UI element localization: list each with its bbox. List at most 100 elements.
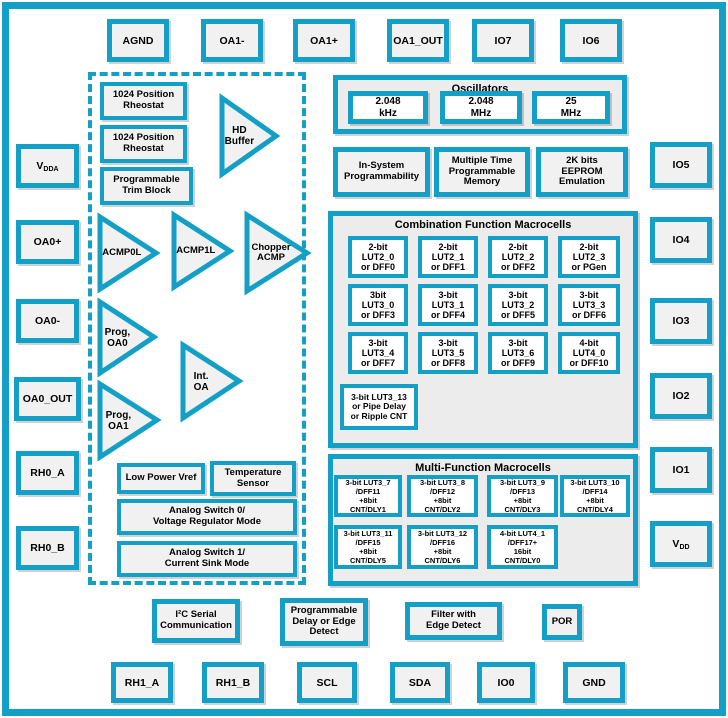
triangle-shape xyxy=(97,297,159,378)
pin-agnd: AGND xyxy=(107,19,169,62)
amp-label: Int. OA xyxy=(193,370,209,393)
pin-label: IO2 xyxy=(672,390,690,402)
triangle-shape xyxy=(219,93,281,179)
pin-label: OA0- xyxy=(34,315,61,327)
macrocell-lut3-2: 3-bit LUT3_2 or DFF5 xyxy=(488,284,548,326)
macrocell-lut3-10: 3-bit LUT3_10 /DFF14 +8bit CNT/DLY4 xyxy=(560,475,630,517)
analog-section-outline xyxy=(88,72,306,585)
pin-label: IO5 xyxy=(672,159,690,171)
triangle-shape xyxy=(97,212,161,294)
pin-oa0-out: OA0_OUT xyxy=(14,377,81,421)
block-por: POR xyxy=(542,604,582,640)
block-low-power-vref: Low Power Vref xyxy=(117,463,205,494)
pin-label: IO4 xyxy=(672,234,690,246)
pin-sda: SDA xyxy=(390,662,450,703)
block-temperature-sensor: Temperature Sensor xyxy=(210,461,296,496)
pin-label: OA1- xyxy=(219,34,245,47)
pin-label: OA0+ xyxy=(33,236,62,248)
pin-label: IO7 xyxy=(494,34,512,47)
macrocell-lut3-8: 3-bit LUT3_8 /DFF12 +8bit CNT/DLY2 xyxy=(407,475,478,517)
pin-oa0-plus: OA0+ xyxy=(16,220,79,264)
amp-label: ACMP1L xyxy=(176,244,216,256)
block-in-system-programmability: In-System Programmability xyxy=(333,147,430,197)
pin-label: IO1 xyxy=(672,464,690,476)
block-eeprom-emulation: 2K bits EEPROM Emulation xyxy=(536,147,628,197)
block-i2c-serial: I²C Serial Communication xyxy=(152,599,240,643)
pin-sub: DDA xyxy=(43,165,59,173)
amp-prog-oa1: Prog, OA1 xyxy=(97,379,162,462)
pin-gnd: GND xyxy=(563,662,625,703)
pin-label: RH1_A xyxy=(124,676,160,689)
macrocell-lut3-7: 3-bit LUT3_7 /DFF11 +8bit CNT/DLY1 xyxy=(334,475,402,517)
pin-rh1-a: RH1_A xyxy=(111,662,173,703)
pin-label: SCL xyxy=(316,676,338,689)
pin-label: OA1_OUT xyxy=(393,34,443,47)
pin-label: GND xyxy=(582,676,606,689)
macrocell-lut3-3: 3-bit LUT3_3 or DFF6 xyxy=(558,284,620,326)
pin-rh1-b: RH1_B xyxy=(202,662,264,703)
macrocell-lut2-2: 2-bit LUT2_2 or DFF2 xyxy=(488,236,548,278)
macrocell-lut3-12: 3-bit LUT3_12 /DFF16 +8bit CNT/DLY6 xyxy=(407,525,478,569)
macrocell-lut3-11: 3-bit LUT3_11 /DFF15 +8bit CNT/DLY5 xyxy=(334,525,402,569)
pin-label: IO6 xyxy=(582,34,600,47)
block-analog-switch-0: Analog Switch 0/ Voltage Regulator Mode xyxy=(117,499,297,535)
amp-label: Chopper ACMP xyxy=(251,241,291,263)
macrocell-lut2-0: 2-bit LUT2_0 or DFF0 xyxy=(348,236,408,278)
pin-io1: IO1 xyxy=(650,447,712,493)
macrocell-lut3-9: 3-bit LUT3_9 /DFF13 +8bit CNT/DLY3 xyxy=(487,475,558,517)
block-programmable-delay: Programmable Delay or Edge Detect xyxy=(280,598,368,646)
macrocell-lut3-6: 3-bit LUT3_6 or DFF9 xyxy=(488,332,548,374)
amp-int-oa: Int. OA xyxy=(180,340,244,423)
pin-scl: SCL xyxy=(297,662,357,703)
triangle-shape xyxy=(244,210,312,296)
triangle-shape xyxy=(97,379,162,462)
macrocell-lut3-1: 3-bit LUT3_1 or DFF4 xyxy=(418,284,478,326)
amp-label: HD Buffer xyxy=(224,125,255,147)
macrocell-lut3-0: 3bit LUT3_0 or DFF3 xyxy=(348,284,408,326)
pin-label: RH1_B xyxy=(215,676,251,689)
osc-2048-mhz: 2.048 MHz xyxy=(440,91,522,124)
multifunction-title: Multi-Function Macrocells xyxy=(415,462,551,474)
macrocell-lut2-1: 2-bit LUT2_1 or DFF1 xyxy=(418,236,478,278)
pin-label: RH0_A xyxy=(30,467,65,479)
block-rheostat-0: 1024 Position Rheostat xyxy=(100,82,187,120)
amp-label: ACMP0L xyxy=(102,246,142,258)
block-filter-edge-detect: Filter with Edge Detect xyxy=(405,602,502,640)
macrocell-lut2-3: 2-bit LUT2_3 or PGen xyxy=(558,236,620,278)
pin-io3: IO3 xyxy=(650,298,712,344)
macrocell-lut4-0: 4-bit LUT4_0 or DFF10 xyxy=(558,332,620,374)
pin-label: IO3 xyxy=(672,315,690,327)
pin-io0: IO0 xyxy=(477,662,535,703)
block-analog-switch-1: Analog Switch 1/ Current Sink Mode xyxy=(117,541,297,577)
macrocell-lut3-5: 3-bit LUT3_5 or DFF8 xyxy=(418,332,478,374)
pin-io4: IO4 xyxy=(650,217,712,263)
pin-label: RH0_B xyxy=(30,542,65,554)
pin-io2: IO2 xyxy=(650,373,712,419)
pin-label: OA0_OUT xyxy=(22,393,73,405)
pin-rh0-b: RH0_B xyxy=(16,526,79,570)
macrocell-lut4-1: 4-bit LUT4_1 /DFF17+ 16bit CNT/DLY0 xyxy=(487,525,558,569)
amp-label: Prog, OA1 xyxy=(105,409,132,432)
comparator-acmp1l: ACMP1L xyxy=(171,210,235,292)
amp-prog-oa0: Prog, OA0 xyxy=(97,297,159,378)
osc-2048-khz: 2.048 kHz xyxy=(348,91,428,124)
comparator-chopper-acmp: Chopper ACMP xyxy=(244,210,312,296)
pin-rh0-a: RH0_A xyxy=(16,451,79,495)
macrocell-lut3-4: 3-bit LUT3_4 or DFF7 xyxy=(348,332,408,374)
pin-oa1-out: OA1_OUT xyxy=(387,19,449,62)
pin-label: V xyxy=(672,538,680,550)
triangle-shape xyxy=(180,340,244,423)
pin-label: IO0 xyxy=(497,676,515,689)
triangle-shape xyxy=(171,210,235,292)
pin-label: AGND xyxy=(122,34,154,47)
pin-io7: IO7 xyxy=(472,19,534,62)
block-multiple-time-programmable-memory: Multiple Time Programmable Memory xyxy=(434,147,530,197)
pin-oa1-plus: OA1+ xyxy=(293,19,355,62)
pin-label: OA1+ xyxy=(310,34,338,47)
macrocell-lut3-13: 3-bit LUT3_13 or Pipe Delay or Ripple CN… xyxy=(340,384,418,430)
amp-label: Prog, OA0 xyxy=(104,326,131,349)
